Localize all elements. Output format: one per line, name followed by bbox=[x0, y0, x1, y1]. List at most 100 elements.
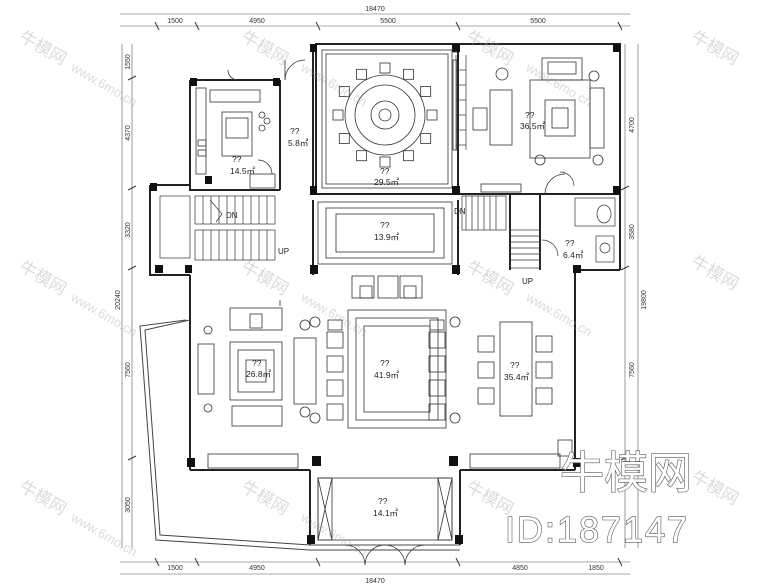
round-chair bbox=[403, 150, 414, 162]
left-dim-4: 7560 bbox=[125, 362, 132, 378]
bottom-dim-2: 4950 bbox=[249, 565, 265, 572]
corridor-door bbox=[284, 59, 306, 81]
room-code-family-dining: ?? bbox=[510, 360, 520, 370]
stair-up2-label: UP bbox=[522, 277, 533, 286]
bottom-dim-1: 1500 bbox=[167, 565, 183, 572]
right-stair-and-bath bbox=[461, 171, 616, 269]
room-code-dining: ?? bbox=[380, 166, 390, 176]
top-dim-3: 5500 bbox=[380, 18, 396, 25]
watermark-text: 牛模网 bbox=[463, 27, 517, 70]
left-dim-3: 3320 bbox=[125, 222, 132, 238]
room-code-living: ?? bbox=[525, 110, 535, 120]
left-total-dim: 20240 bbox=[115, 290, 122, 310]
round-chair bbox=[356, 150, 367, 162]
walls bbox=[149, 43, 621, 545]
round-chair bbox=[420, 133, 432, 144]
bottom-total-dim: 18470 bbox=[365, 578, 385, 585]
round-table-chairs bbox=[332, 62, 438, 168]
watermark-text: 牛模网 bbox=[238, 477, 292, 520]
dining-side-screen bbox=[455, 55, 467, 150]
top-dim-1: 1500 bbox=[167, 18, 183, 25]
watermark-url: www.6mo.cn bbox=[523, 59, 595, 109]
room-area-great-dining: 41.9㎡ bbox=[374, 370, 400, 380]
round-chair bbox=[379, 62, 391, 74]
stair-dn-label: DN bbox=[226, 211, 238, 220]
top-dim-4: 5500 bbox=[530, 18, 546, 25]
watermark-url: www.6mo.cn bbox=[523, 289, 595, 339]
round-chair bbox=[379, 156, 391, 168]
dining-room-fixtures bbox=[321, 49, 458, 189]
kitchen-fixtures bbox=[195, 69, 276, 189]
brand-logo: 牛模网 bbox=[560, 448, 692, 499]
dining-chair bbox=[326, 403, 344, 421]
family-chair bbox=[477, 387, 495, 405]
bottom-dim-4: 1850 bbox=[588, 565, 604, 572]
watermark-text: 牛模网 bbox=[16, 257, 70, 300]
room-labels: ?? 14.5㎡ ?? 5.8㎡ ?? 29.5㎡ ?? 36.5㎡ ?? 13… bbox=[230, 110, 584, 518]
room-area-entrance: 14.1㎡ bbox=[373, 508, 399, 518]
left-dim-2: 4370 bbox=[125, 125, 132, 141]
brand-mark: 牛模网 ID:187147 bbox=[504, 447, 692, 550]
watermark-url: www.6mo.cn bbox=[68, 509, 140, 559]
watermark-url: www.6mo.cn bbox=[68, 289, 140, 339]
family-chair bbox=[477, 361, 495, 379]
room-area-living: 36.5㎡ bbox=[520, 121, 546, 131]
round-chair bbox=[338, 86, 350, 97]
family-chair bbox=[477, 335, 495, 353]
dining-chair bbox=[428, 379, 446, 397]
foyer-fixtures bbox=[317, 201, 453, 299]
dining-chair bbox=[326, 331, 344, 349]
room-area-bath: 6.4㎡ bbox=[563, 250, 584, 260]
great-dining-fixtures bbox=[309, 309, 461, 429]
bottom-dim-3: 4850 bbox=[512, 565, 528, 572]
watermark-text: 牛模网 bbox=[688, 27, 742, 70]
room-area-kitchen: 14.5㎡ bbox=[230, 166, 256, 176]
watermark-text: 牛模网 bbox=[463, 257, 517, 300]
room-code-bath: ?? bbox=[565, 238, 575, 248]
dining-chair bbox=[428, 403, 446, 421]
room-code-kitchen: ?? bbox=[232, 154, 242, 164]
family-dining-fixtures bbox=[207, 321, 573, 469]
entrance-fixtures bbox=[317, 477, 453, 566]
room-code-foyer: ?? bbox=[380, 220, 390, 230]
stair-up-label: UP bbox=[278, 247, 289, 256]
room-area-corridor: 5.8㎡ bbox=[288, 138, 309, 148]
room-code-great-dining: ?? bbox=[380, 358, 390, 368]
terrace-outline bbox=[139, 319, 460, 551]
right-dim-2: 3580 bbox=[629, 224, 636, 240]
top-dim-2: 4950 bbox=[249, 18, 265, 25]
dining-chair bbox=[326, 379, 344, 397]
top-total-dim: 18470 bbox=[365, 6, 385, 13]
dimension-lines bbox=[120, 13, 639, 575]
brand-id: ID:187147 bbox=[505, 509, 689, 550]
round-chair bbox=[332, 109, 344, 121]
watermark-text: 牛模网 bbox=[16, 27, 70, 70]
room-area-dining: 29.5㎡ bbox=[374, 177, 400, 187]
round-chair bbox=[420, 86, 432, 97]
stair-dn2-label: DN bbox=[454, 207, 466, 216]
dining-chair bbox=[428, 331, 446, 349]
watermark-text: 牛模网 bbox=[238, 27, 292, 70]
family-chair bbox=[535, 335, 553, 353]
round-chair bbox=[426, 109, 438, 121]
watermark-text: 牛模网 bbox=[688, 252, 742, 295]
watermark-url: www.6mo.cn bbox=[298, 509, 370, 559]
room-area-family-dining: 35.4㎡ bbox=[504, 372, 530, 382]
family-dining-chairs bbox=[477, 335, 553, 405]
watermark-text: 牛模网 bbox=[688, 467, 742, 510]
family-chair bbox=[535, 361, 553, 379]
room-code-entrance: ?? bbox=[378, 496, 388, 506]
family-chair bbox=[535, 387, 553, 405]
round-chair bbox=[403, 68, 414, 80]
watermark-text: 牛模网 bbox=[238, 257, 292, 300]
room-code-lounge: ?? bbox=[252, 358, 262, 368]
dining-chair bbox=[327, 319, 343, 331]
room-code-corridor: ?? bbox=[290, 126, 300, 136]
dimension-texts: 18470 1500 4950 5500 5500 18470 1500 495… bbox=[115, 6, 648, 585]
watermark-text: 牛模网 bbox=[16, 477, 70, 520]
room-area-foyer: 13.9㎡ bbox=[374, 232, 400, 242]
left-staircase bbox=[159, 195, 276, 261]
left-dim-1: 1550 bbox=[125, 54, 132, 70]
left-dim-5: 3050 bbox=[125, 497, 132, 513]
